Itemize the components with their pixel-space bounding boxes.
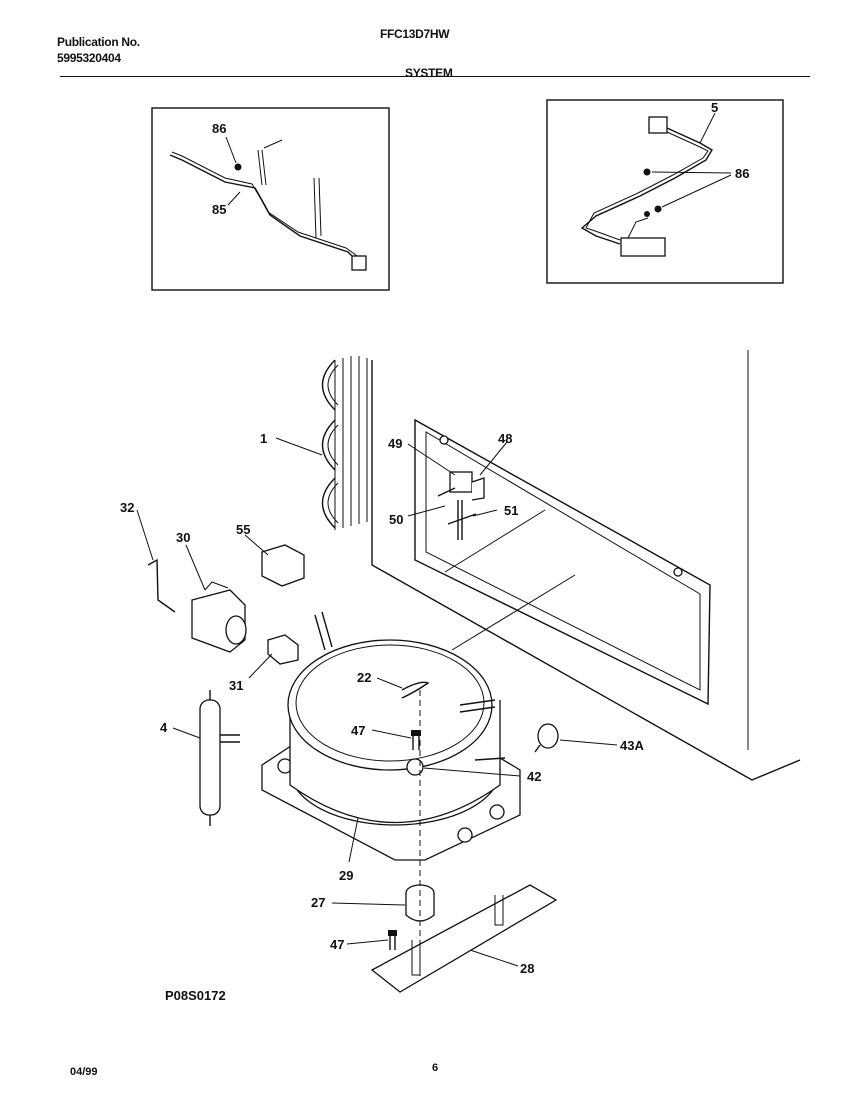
screw-86-left bbox=[234, 163, 242, 171]
callout-4: 4 bbox=[160, 720, 168, 735]
valve-48 bbox=[437, 471, 485, 540]
callout-85: 85 bbox=[212, 202, 226, 217]
drier-4 bbox=[199, 690, 240, 826]
screw-47-bottom bbox=[388, 930, 397, 950]
callout-86-right: 86 bbox=[735, 166, 749, 181]
cabinet-outline bbox=[371, 350, 801, 781]
drawing-id: P08S0172 bbox=[165, 988, 226, 1003]
publication-label: Publication No. bbox=[57, 35, 140, 49]
callout-42: 42 bbox=[527, 769, 541, 784]
callout-47-bottom: 47 bbox=[330, 937, 344, 952]
callout-27: 27 bbox=[311, 895, 325, 910]
callout-22: 22 bbox=[357, 670, 371, 685]
inset-left: 86 85 bbox=[151, 107, 390, 291]
condenser-coil-1 bbox=[321, 356, 368, 530]
callout-5: 5 bbox=[711, 100, 718, 115]
wire-32 bbox=[147, 558, 176, 613]
screw-47-top bbox=[411, 730, 421, 750]
clip-31 bbox=[267, 634, 299, 665]
model-number: FFC13D7HW bbox=[380, 27, 450, 41]
rail-28 bbox=[370, 884, 558, 993]
overload-relay-30 bbox=[191, 581, 247, 653]
publication-number: 5995320404 bbox=[57, 51, 121, 65]
callout-48: 48 bbox=[498, 431, 512, 446]
callout-49: 49 bbox=[388, 436, 402, 451]
clamp-43a bbox=[534, 723, 559, 753]
callout-29: 29 bbox=[339, 868, 353, 883]
callout-86-left: 86 bbox=[212, 121, 226, 136]
callout-31: 31 bbox=[229, 678, 243, 693]
footer-date: 04/99 bbox=[70, 1066, 98, 1078]
wire-harness-85 bbox=[169, 139, 367, 271]
callout-1: 1 bbox=[260, 431, 267, 446]
callout-43a: 43A bbox=[620, 738, 644, 753]
compressor-29 bbox=[261, 611, 521, 861]
inset-left-frame bbox=[151, 107, 390, 291]
inset-right-frame bbox=[546, 99, 784, 284]
wire-harness-5 bbox=[580, 116, 713, 257]
cover-55 bbox=[261, 544, 305, 587]
stray-mark: ' bbox=[58, 60, 60, 69]
callout-50: 50 bbox=[389, 512, 403, 527]
callout-55: 55 bbox=[236, 522, 250, 537]
screws-86-right bbox=[643, 168, 662, 217]
callout-51: 51 bbox=[504, 503, 518, 518]
callout-28: 28 bbox=[520, 961, 534, 976]
callout-32: 32 bbox=[120, 500, 134, 515]
callout-47-top: 47 bbox=[351, 723, 365, 738]
page-number: 6 bbox=[432, 1062, 438, 1074]
callout-30: 30 bbox=[176, 530, 190, 545]
header-rule bbox=[60, 76, 810, 77]
inset-right: 5 86 bbox=[546, 99, 784, 284]
